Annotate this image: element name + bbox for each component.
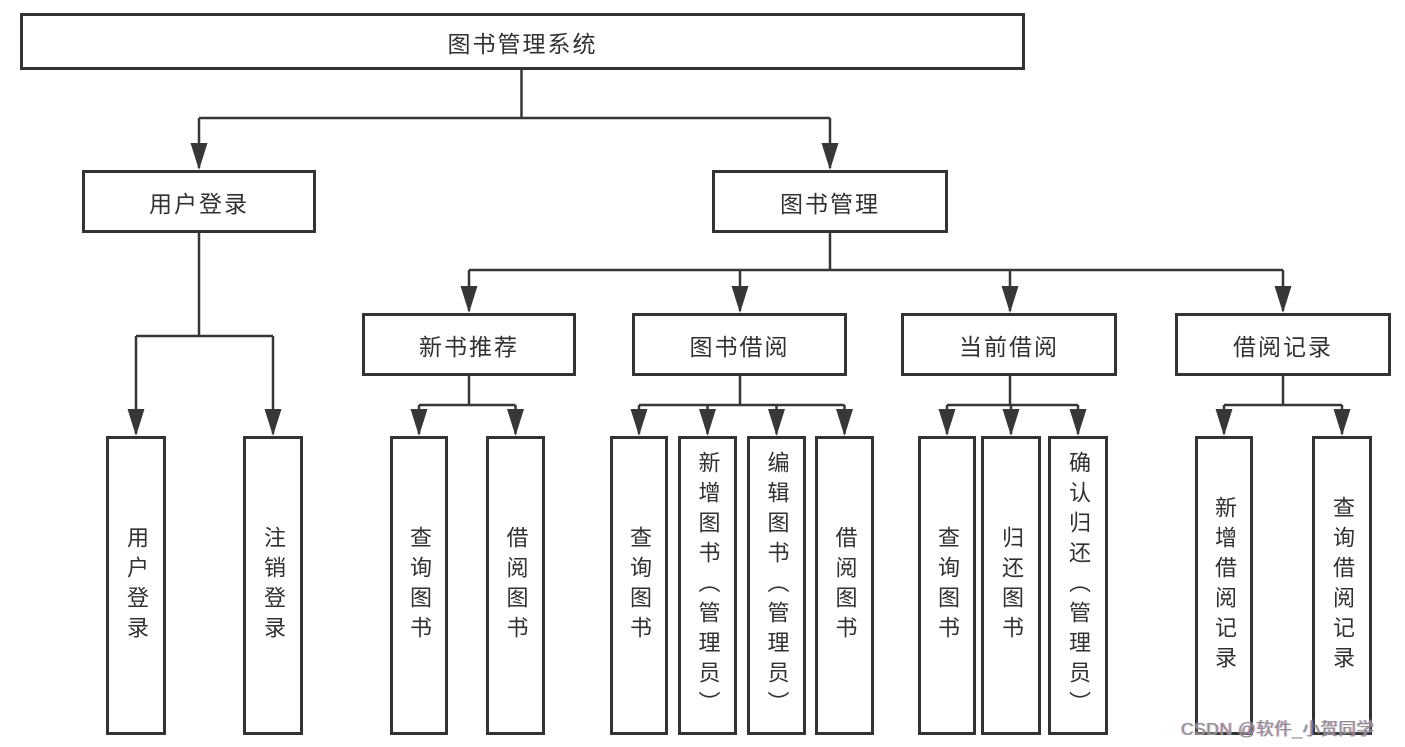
leaf-query-books-recommend: 查询图书 bbox=[390, 436, 448, 735]
leaf-borrow-books-recommend: 借阅图书 bbox=[486, 436, 545, 735]
leaf-logout: 注销登录 bbox=[243, 436, 303, 735]
leaf-confirm-return-admin: 确认归还（管理员） bbox=[1048, 436, 1108, 735]
connector-borrowrecord-to-leaves bbox=[1222, 376, 1344, 434]
connector-bookmgmt-to-level3 bbox=[467, 233, 1285, 311]
leaf-query-borrow-record: 查询借阅记录 bbox=[1312, 436, 1372, 735]
leaf-return-books: 归还图书 bbox=[981, 436, 1041, 735]
node-user-login: 用户登录 bbox=[82, 170, 316, 233]
connector-bookborrow-to-leaves bbox=[637, 376, 846, 434]
node-borrow-record: 借阅记录 bbox=[1175, 313, 1391, 376]
node-new-book-recommend: 新书推荐 bbox=[362, 313, 576, 376]
node-current-borrow: 当前借阅 bbox=[901, 313, 1117, 376]
leaf-borrow-books: 借阅图书 bbox=[815, 436, 874, 735]
connector-userlogin-to-leaves bbox=[134, 233, 275, 434]
connector-root-to-level2 bbox=[197, 70, 832, 168]
node-root: 图书管理系统 bbox=[20, 13, 1025, 70]
node-book-management: 图书管理 bbox=[712, 170, 948, 233]
leaf-add-books-admin: 新增图书（管理员） bbox=[678, 436, 737, 735]
leaf-query-books-borrow: 查询图书 bbox=[610, 436, 668, 735]
leaf-user-login: 用户登录 bbox=[106, 436, 166, 735]
csdn-watermark: CSDN @软件_小贺同学 bbox=[1181, 719, 1375, 739]
leaf-query-books-current: 查询图书 bbox=[918, 436, 976, 735]
arrowhead-icons bbox=[127, 143, 1351, 436]
leaf-edit-books-admin: 编辑图书（管理员） bbox=[747, 436, 806, 735]
leaf-add-borrow-record: 新增借阅记录 bbox=[1195, 436, 1253, 735]
node-book-borrow: 图书借阅 bbox=[632, 313, 847, 376]
connector-newbookrec-to-leaves bbox=[417, 376, 517, 434]
